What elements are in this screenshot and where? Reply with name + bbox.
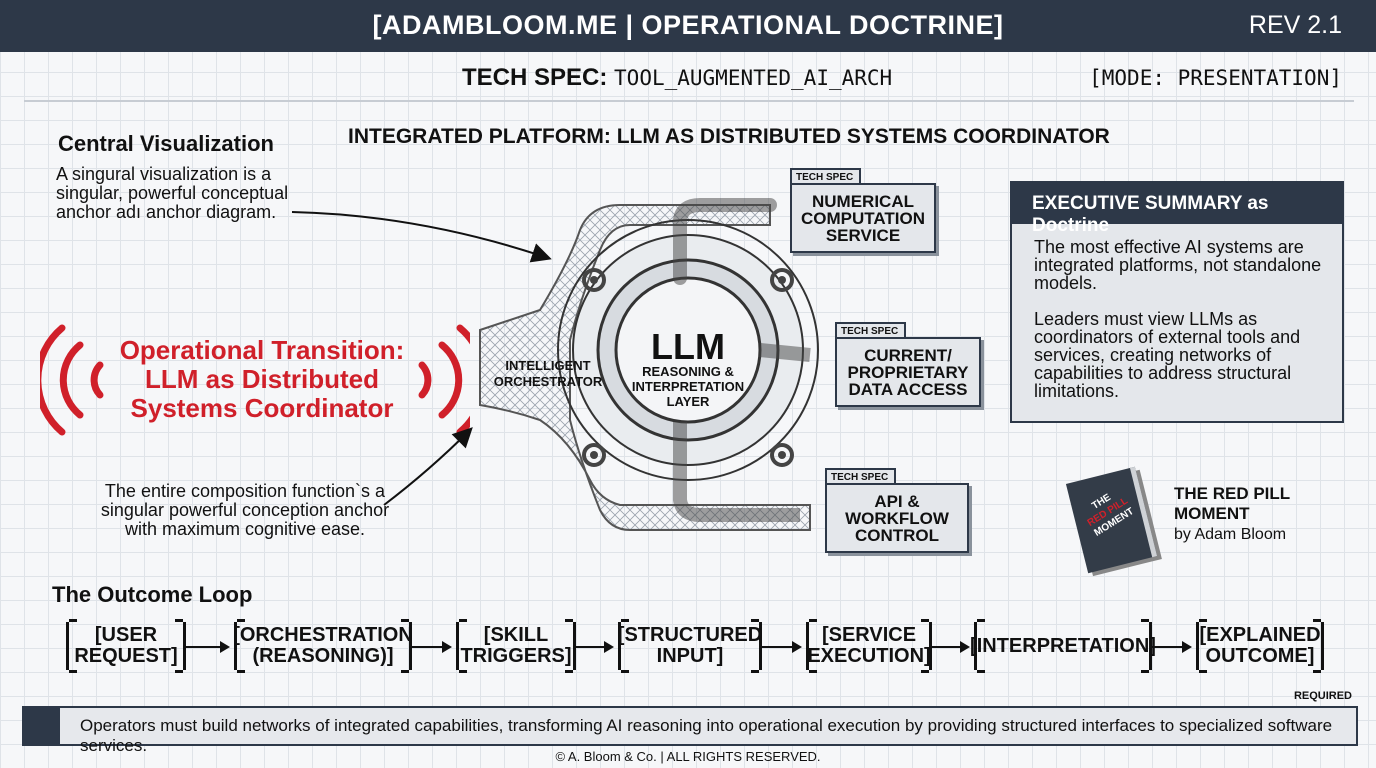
tech-spec-line: TECH SPEC: TOOL_AUGMENTED_AI_ARCH — [462, 64, 892, 92]
llm-hub-diagram — [479, 198, 819, 531]
orchestrator-label: INTELLIGENT ORCHESTRATOR — [493, 358, 603, 389]
divider — [24, 100, 1354, 102]
book-title: THE RED PILL MOMENT — [1174, 484, 1291, 523]
tech-spec-tab: TECH SPEC — [790, 168, 862, 184]
pointer-arrow-bottom — [383, 427, 473, 506]
tech-spec-label: TECH SPEC: — [462, 64, 608, 91]
mesh-pipe — [479, 204, 811, 531]
loop-arrow — [1152, 641, 1192, 653]
central-visualization-text: A singural visualization is a singular, … — [56, 164, 289, 222]
central-visualization-heading: Central Visualization — [58, 131, 274, 156]
executive-summary-panel: EXECUTIVE SUMMARY as Doctrine The most e… — [1010, 181, 1344, 423]
tech-spec-tab: TECH SPEC — [825, 468, 897, 484]
page-title: [ADAMBLOOM.ME | OPERATIONAL DOCTRINE] — [372, 10, 1004, 40]
required-label: REQUIRED — [1293, 690, 1352, 702]
executive-summary-heading: EXECUTIVE SUMMARY as Doctrine — [1012, 183, 1342, 236]
copyright: © A. Bloom & Co. | ALL RIGHTS RESERVED. — [555, 749, 821, 764]
loop-arrow — [762, 641, 802, 653]
loop-arrow — [412, 641, 452, 653]
operators-statement-bar: Operators must build networks of integra… — [22, 706, 1358, 755]
gear-icon — [590, 276, 786, 459]
mode-label: [MODE: PRESENTATION] — [1089, 66, 1342, 90]
composition-note: The entire composition function`s a sing… — [100, 481, 390, 539]
revision-label: REV 2.1 — [1248, 11, 1342, 39]
loop-step-orchestration: [ORCHESTRATION(REASONING)] — [233, 619, 413, 673]
llm-core-title: LLM — [651, 326, 725, 367]
executive-summary-paragraph-2: Leaders must view LLMs as coordinators o… — [1034, 309, 1301, 401]
diagram-title: INTEGRATED PLATFORM: LLM AS DISTRIBUTED … — [348, 125, 1110, 148]
llm-core-subtitle: REASONING & INTERPRETATION LAYER — [631, 364, 745, 409]
outcome-loop-heading: The Outcome Loop — [52, 582, 253, 607]
pointer-arrow-top — [291, 211, 552, 263]
executive-summary-paragraph-1: The most effective AI systems are integr… — [1034, 237, 1322, 293]
loop-arrow — [576, 641, 614, 653]
statement-bar-accent — [24, 708, 60, 744]
tech-spec-tab: TECH SPEC — [835, 322, 907, 338]
book-cover-image: THE RED PILL MOMENT — [1065, 466, 1158, 574]
transition-title: Operational Transition: LLM as Distribut… — [119, 335, 405, 423]
header-bar: [ADAMBLOOM.ME | OPERATIONAL DOCTRINE] RE… — [0, 0, 1376, 52]
loop-arrow — [932, 641, 970, 653]
tech-spec-value: TOOL_AUGMENTED_AI_ARCH — [614, 66, 893, 90]
loop-arrow — [186, 641, 230, 653]
operators-statement: Operators must build networks of integra… — [80, 716, 1333, 755]
loop-step-interpretation: [INTERPRETATION] — [970, 619, 1156, 673]
broadcast-waves-icon — [40, 324, 470, 436]
book-author: by Adam Bloom — [1174, 526, 1287, 543]
